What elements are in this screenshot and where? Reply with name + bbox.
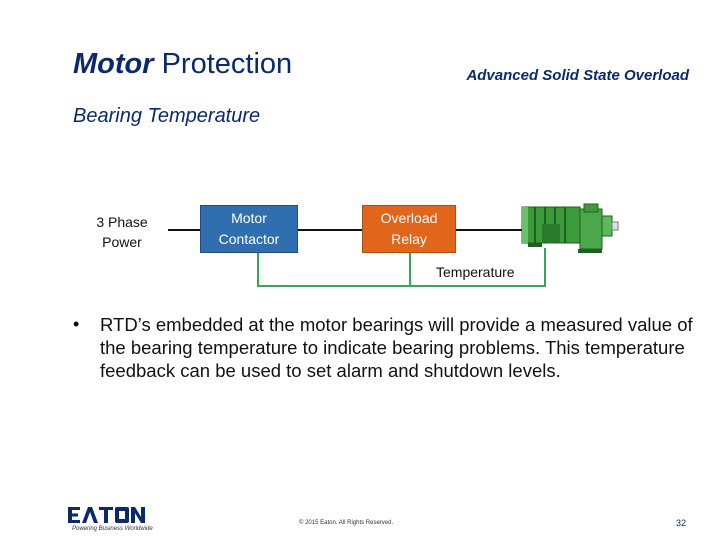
- bullet-dot-icon: •: [73, 313, 79, 336]
- motor-contactor-box: Motor Contactor: [200, 205, 298, 253]
- power-label-line2: Power: [82, 232, 162, 252]
- motor-protection-diagram: [0, 0, 720, 300]
- overload-relay-box: Overload Relay: [362, 205, 456, 253]
- footer-copyright: © 2015 Eaton. All Rights Reserved.: [299, 520, 393, 526]
- temperature-feedback-line: [258, 253, 410, 286]
- page-number: 32: [676, 518, 686, 528]
- eaton-logo: [68, 505, 148, 525]
- three-phase-power-label: 3 Phase Power: [82, 212, 162, 252]
- temperature-label: Temperature: [436, 264, 515, 280]
- relay-label-line1: Overload: [381, 208, 438, 229]
- power-label-line1: 3 Phase: [82, 212, 162, 232]
- contactor-label-line2: Contactor: [219, 229, 280, 250]
- contactor-label-line1: Motor: [219, 208, 280, 229]
- motor-icon: [522, 204, 618, 253]
- bullet-text: RTD’s embedded at the motor bearings wil…: [100, 313, 693, 382]
- bullet-list-item: • RTD’s embedded at the motor bearings w…: [73, 313, 693, 382]
- relay-label-line2: Relay: [381, 229, 438, 250]
- footer-tagline: Powering Business Worldwide: [72, 526, 153, 532]
